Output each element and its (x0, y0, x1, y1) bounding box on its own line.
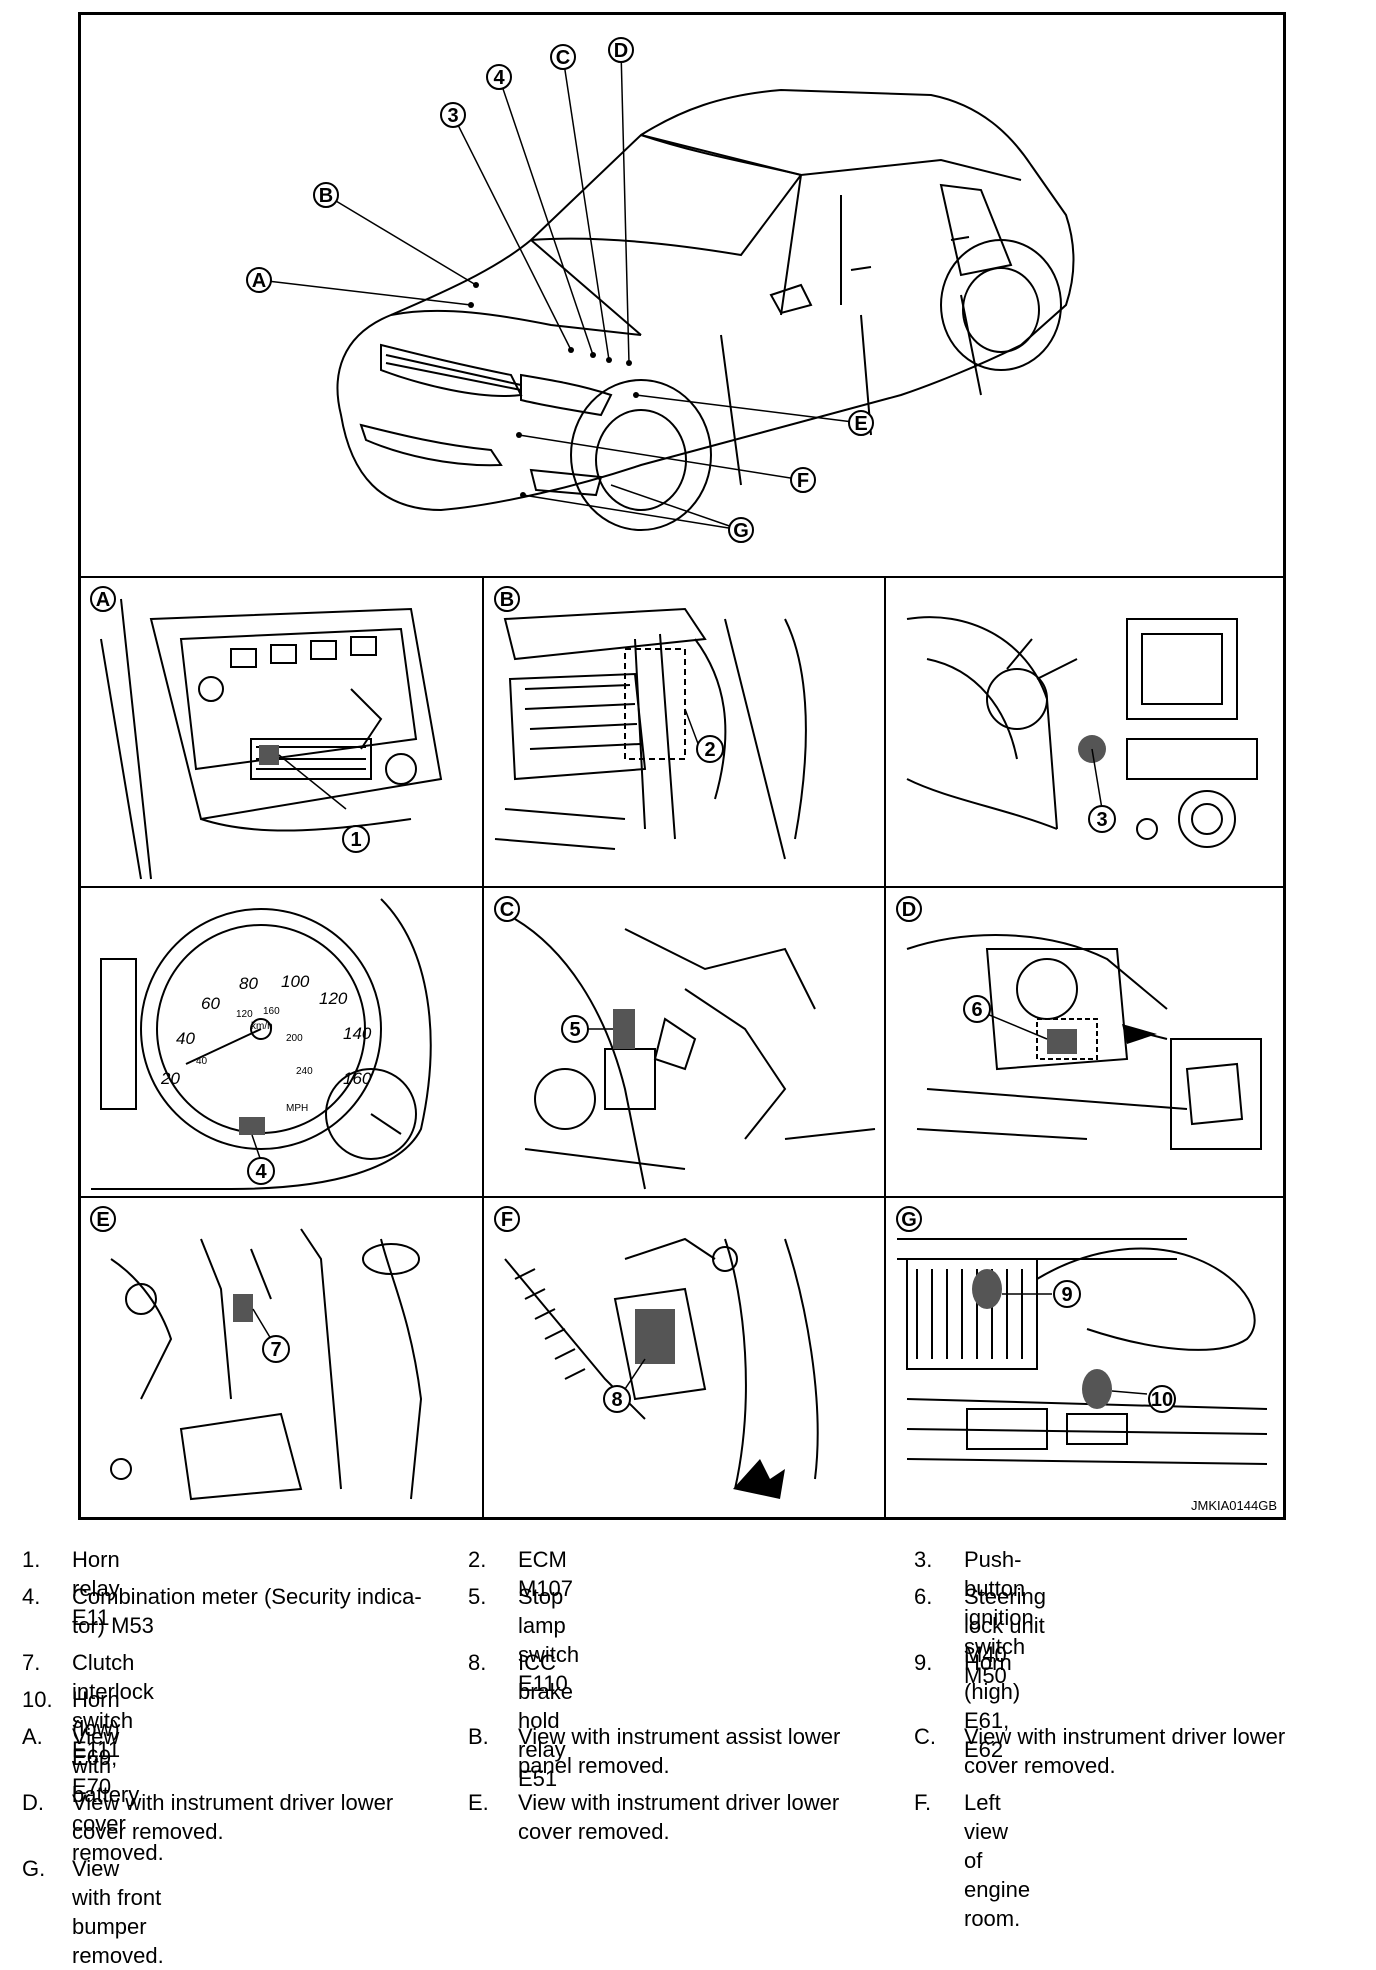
leader-e (635, 394, 862, 424)
overview-callout: G (728, 517, 754, 543)
leader-a (258, 279, 472, 306)
panel-ignition-switch: 3 (887, 579, 1283, 885)
panel-letter: D (896, 896, 922, 922)
leader-g (522, 494, 742, 531)
panel-letter: A (90, 586, 116, 612)
part-number-callout: 5 (561, 1015, 589, 1043)
part-number-callout: 7 (262, 1335, 290, 1363)
overview-callout: D (608, 37, 634, 63)
svg-text:10: 10 (1151, 1389, 1173, 1411)
panel-letter: F (494, 1206, 520, 1232)
svg-text:C: C (556, 47, 570, 69)
svg-text:3: 3 (1096, 809, 1107, 831)
svg-text:B: B (500, 589, 514, 611)
car-drawing: A B 3 4 C D E F G (246, 37, 1075, 543)
svg-text:9: 9 (1061, 1284, 1072, 1306)
svg-text:F: F (501, 1209, 513, 1231)
svg-text:3: 3 (447, 105, 458, 127)
svg-text:E: E (854, 413, 867, 435)
part-number-callout: 2 (696, 735, 724, 763)
svg-text:F: F (797, 470, 809, 492)
svg-text:5: 5 (569, 1019, 580, 1041)
svg-text:B: B (319, 185, 333, 207)
gauge-speed-label: 120 (319, 989, 348, 1008)
svg-text:A: A (252, 270, 266, 292)
svg-text:4: 4 (255, 1161, 267, 1183)
svg-text:G: G (733, 520, 749, 542)
svg-text:8: 8 (611, 1389, 622, 1411)
gauge-speed-label: 160 (343, 1069, 372, 1088)
gauge-speed-label: 100 (281, 972, 310, 991)
gauge-kmh-label: 240 (296, 1066, 313, 1077)
panel-letter: B (494, 586, 520, 612)
svg-text:2: 2 (704, 739, 715, 761)
gauge-kmh-label: 40 (196, 1056, 208, 1067)
overview-callout: F (790, 467, 816, 493)
part-number-callout: 4 (247, 1157, 275, 1185)
overview-callout: C (550, 44, 576, 70)
svg-text:6: 6 (971, 999, 982, 1021)
part-number-callout: 1 (342, 825, 370, 853)
overview-callouts: A B 3 4 C D E F G (246, 37, 874, 543)
svg-text:E: E (96, 1209, 109, 1231)
leader-d (620, 49, 630, 364)
panel-letter: E (90, 1206, 116, 1232)
gauge-speed-label: 40 (176, 1029, 195, 1048)
leader-f (518, 434, 804, 481)
part-number-callout: 6 (963, 995, 991, 1023)
gauge-unit-label: MPH (286, 1103, 308, 1114)
gauge-kmh-label: 200 (286, 1033, 303, 1044)
panel-g-horns: G 9 10 (887, 1199, 1283, 1515)
leader-b (325, 194, 477, 286)
svg-text:4: 4 (493, 67, 505, 89)
panel-letter: G (896, 1206, 922, 1232)
gauge-speed-label: 60 (201, 994, 220, 1013)
part-number-callout: 10 (1148, 1385, 1176, 1413)
svg-text:C: C (500, 899, 514, 921)
svg-text:1: 1 (350, 829, 361, 851)
figure-ref-code: JMKIA0144GB (1191, 1498, 1277, 1513)
gauge-unit-label: km/h (251, 1021, 273, 1032)
overview-callout: B (313, 182, 339, 208)
overview-callout: 3 (440, 102, 466, 128)
gauge-speed-label: 20 (160, 1069, 180, 1088)
figure-frame-lines (81, 576, 1283, 1517)
svg-text:G: G (901, 1209, 917, 1231)
gauge-kmh-label: 120 (236, 1009, 253, 1020)
overview-callout: E (848, 410, 874, 436)
gauge-labels: 20 40 60 80 100 120 140 160 40 120 160 200 240 km/hMP… (160, 972, 372, 1114)
overview-callout: 4 (486, 64, 512, 90)
svg-text:D: D (614, 40, 628, 62)
overview-callout: A (246, 267, 272, 293)
part-number-callout: 8 (603, 1385, 631, 1413)
overview-car-panel: A B 3 4 C D E F G (81, 15, 1283, 575)
gauge-kmh-label: 160 (263, 1006, 280, 1017)
part-number-callout: 9 (1053, 1280, 1081, 1308)
leader-4 (498, 76, 594, 356)
svg-text:D: D (902, 899, 916, 921)
leader-c (562, 56, 610, 361)
gauge-speed-label: 80 (239, 974, 258, 993)
gauge-speed-label: 140 (343, 1024, 372, 1043)
leader-3 (452, 114, 572, 351)
svg-text:7: 7 (270, 1339, 281, 1361)
part-number-callout: 3 (1088, 805, 1116, 833)
svg-text:A: A (96, 589, 110, 611)
panel-letter: C (494, 896, 520, 922)
